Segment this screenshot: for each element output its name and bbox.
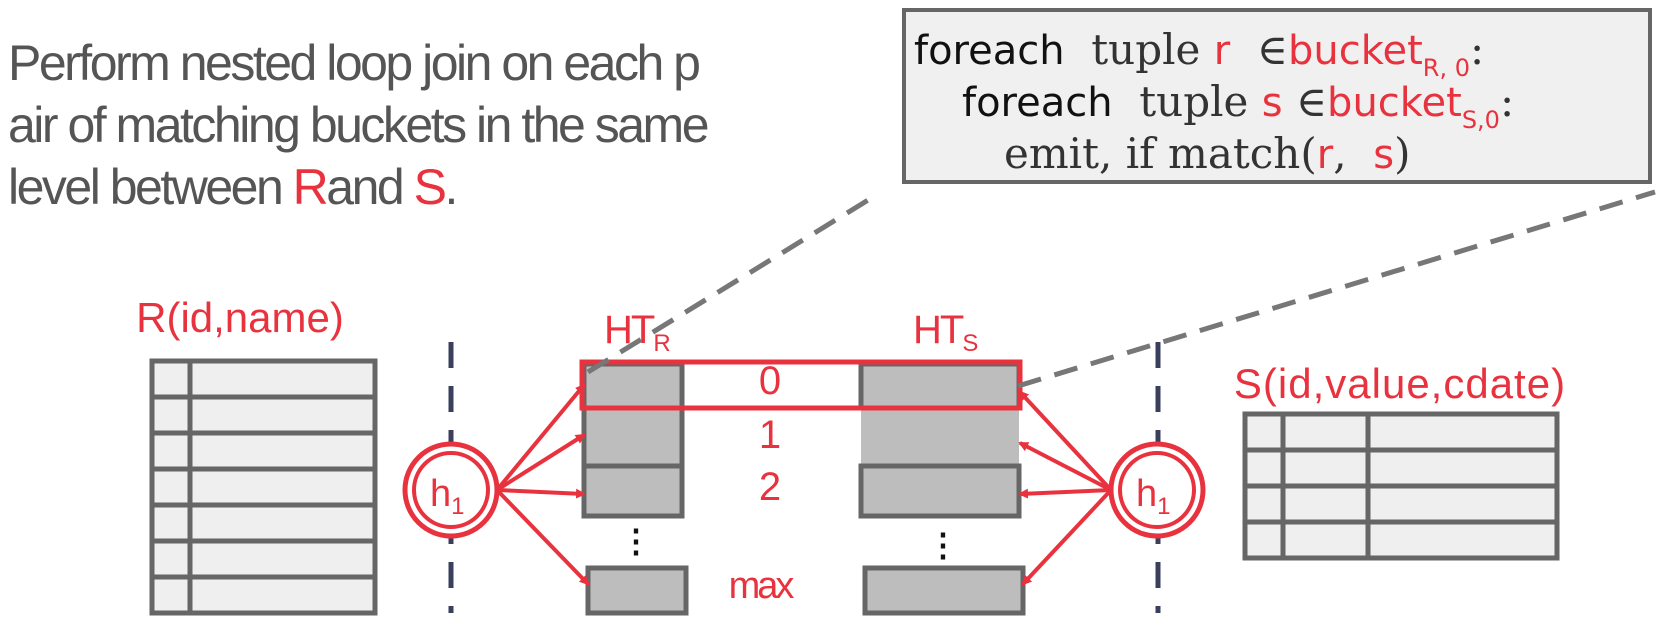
bucket-label-0: 0 xyxy=(759,359,781,403)
colon: : xyxy=(1469,25,1485,74)
relation-s-table xyxy=(1242,411,1560,561)
pseudocode-box: foreach tuple r ∈bucketR, 0: foreach tup… xyxy=(902,8,1652,184)
var-r: r xyxy=(1316,132,1334,178)
var-s: s xyxy=(1261,80,1283,126)
ht-r-ellipsis: ⋮ xyxy=(620,523,652,559)
foreach-keyword: foreach xyxy=(914,28,1065,74)
ht-s-buckets xyxy=(858,361,1026,616)
hash-function-left: h1 xyxy=(402,441,500,539)
description-and: and xyxy=(326,159,404,215)
callout-line-left xyxy=(586,191,880,375)
hash-function-right: h1 xyxy=(1108,441,1206,539)
colon: : xyxy=(1499,77,1515,126)
relation-r-ref: R xyxy=(292,159,329,215)
element-of-symbol: ∈ xyxy=(1230,25,1288,74)
code-text: tuple xyxy=(1112,77,1262,126)
ht-s-bucket-max xyxy=(862,565,1026,616)
description-line-1: Perform nested loop join on each p xyxy=(8,35,701,91)
relation-r-label: R(id,name) xyxy=(136,294,344,341)
ht-s-ellipsis: ⋮ xyxy=(927,527,959,563)
hash-right-arrows xyxy=(1018,390,1113,586)
description-line-3-prefix: level between xyxy=(8,159,293,215)
description-period: . xyxy=(444,159,458,215)
element-of-symbol: ∈ xyxy=(1282,77,1328,126)
ht-r-buckets xyxy=(581,361,689,616)
description-line-3: level between Rand S. xyxy=(8,156,808,218)
bucket-r-subscript: R, 0 xyxy=(1422,54,1470,82)
code-text: tuple xyxy=(1064,25,1214,74)
relation-s-ref: S xyxy=(413,159,447,215)
code-line-2: foreach tuple s ∈bucketS,0: xyxy=(962,78,1514,144)
close-paren: ) xyxy=(1394,129,1411,178)
hash-left-arrows xyxy=(495,383,590,586)
relation-r-table xyxy=(149,358,378,616)
bucket-label-2: 2 xyxy=(759,465,781,509)
description-line-2: air of matching buckets in the same xyxy=(8,97,710,153)
foreach-keyword-inner: foreach xyxy=(962,80,1113,126)
hash-function-right-label: h1 xyxy=(1136,473,1171,520)
comma: , xyxy=(1333,129,1374,178)
bucket-label-1: 1 xyxy=(759,413,781,457)
ht-s-label: HTS xyxy=(913,308,977,357)
bucket-s-name: bucket xyxy=(1327,80,1462,126)
description-text: Perform nested loop join on each p air o… xyxy=(8,32,808,218)
hash-function-left-label: h1 xyxy=(430,473,465,520)
relation-s-label: S(id,value,cdate) xyxy=(1234,360,1566,407)
emit-statement: emit, if match( xyxy=(1004,129,1317,178)
var-r: r xyxy=(1213,28,1231,74)
callout-line-right xyxy=(1017,189,1656,389)
ht-r-label: HTR xyxy=(604,308,670,357)
code-line-1: foreach tuple r ∈bucketR, 0: xyxy=(914,26,1484,92)
bucket-s-subscript: S,0 xyxy=(1461,106,1500,134)
bucket-r-name: bucket xyxy=(1288,28,1423,74)
code-line-3: emit, if match(r, s) xyxy=(1004,130,1410,179)
bucket-label-max: max xyxy=(729,565,795,607)
ht-r-bucket-max xyxy=(585,565,689,616)
var-s: s xyxy=(1373,132,1395,178)
